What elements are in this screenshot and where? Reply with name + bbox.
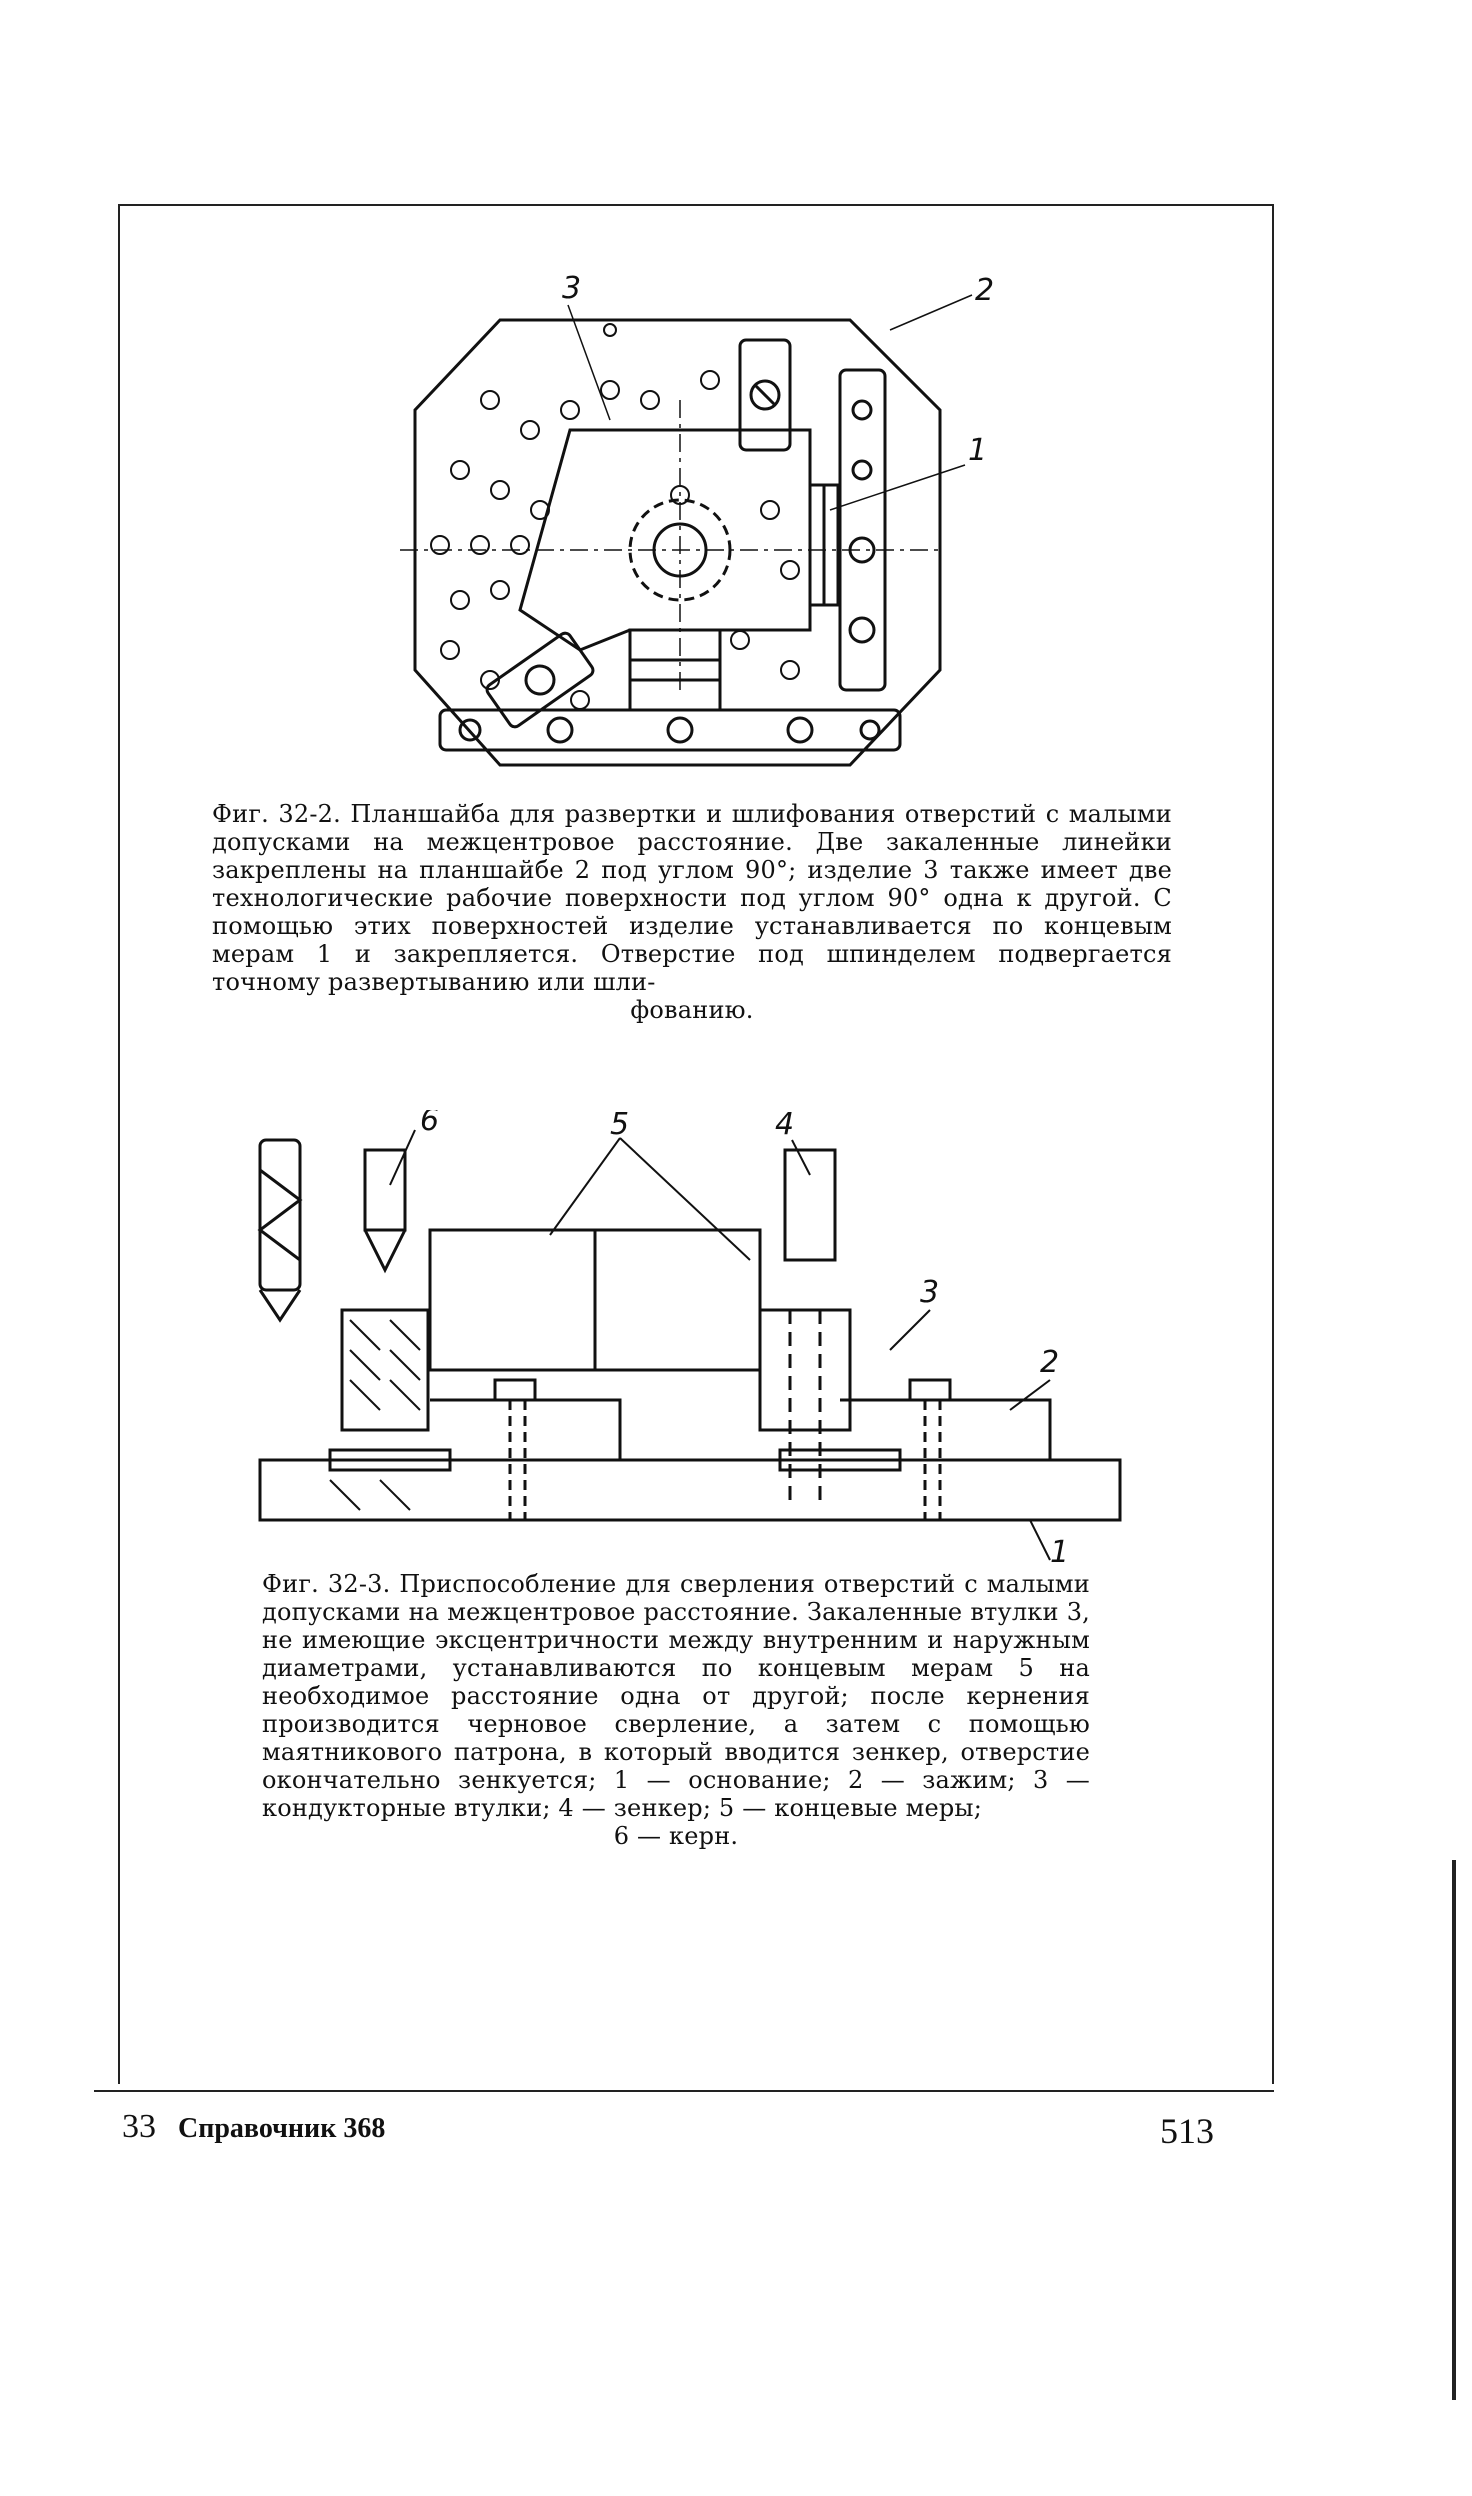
figure-32-2-caption-text: Фиг. 32-2. Планшайба для развертки и шли… (212, 800, 1172, 996)
page-frame-bottom-rule (94, 2090, 1274, 2092)
figure-32-3-label-5: 5 (610, 1110, 629, 1142)
page-footer-left: 33 Справочник 368 (122, 2108, 385, 2146)
figure-32-2-label-2: 2 (975, 273, 994, 308)
figure-32-3-caption: Фиг. 32-3. Приспособление для сверления … (262, 1570, 1090, 1850)
figure-32-3-label-2: 2 (1040, 1345, 1059, 1380)
book-title: Справочник 368 (178, 2113, 386, 2144)
figure-32-3-label-3: 3 (920, 1275, 939, 1310)
figure-32-2-label-3: 3 (562, 271, 581, 306)
figure-32-2-caption-last-line: фованию. (630, 996, 754, 1024)
sheet-number: 33 (122, 2108, 156, 2145)
page-number: 513 (1160, 2111, 1214, 2151)
figure-32-3-label-4: 4 (775, 1110, 794, 1142)
figure-32-2-caption: Фиг. 32-2. Планшайба для развертки и шли… (212, 800, 1172, 1024)
figure-32-2-drawing: 3 2 1 (380, 270, 1000, 790)
figure-32-2-label-1: 1 (968, 433, 987, 468)
page-frame (118, 204, 1274, 2084)
scan-edge-line (1452, 1860, 1456, 2400)
figure-32-3-caption-last-line: 6 — керн. (613, 1822, 739, 1850)
figure-32-3-label-6: 6 (420, 1110, 439, 1138)
figure-32-3-drawing: 6 5 4 3 2 1 (250, 1110, 1130, 1570)
figure-32-3-label-1: 1 (1050, 1535, 1069, 1570)
figure-32-3-caption-text: Фиг. 32-3. Приспособление для сверления … (262, 1570, 1090, 1822)
